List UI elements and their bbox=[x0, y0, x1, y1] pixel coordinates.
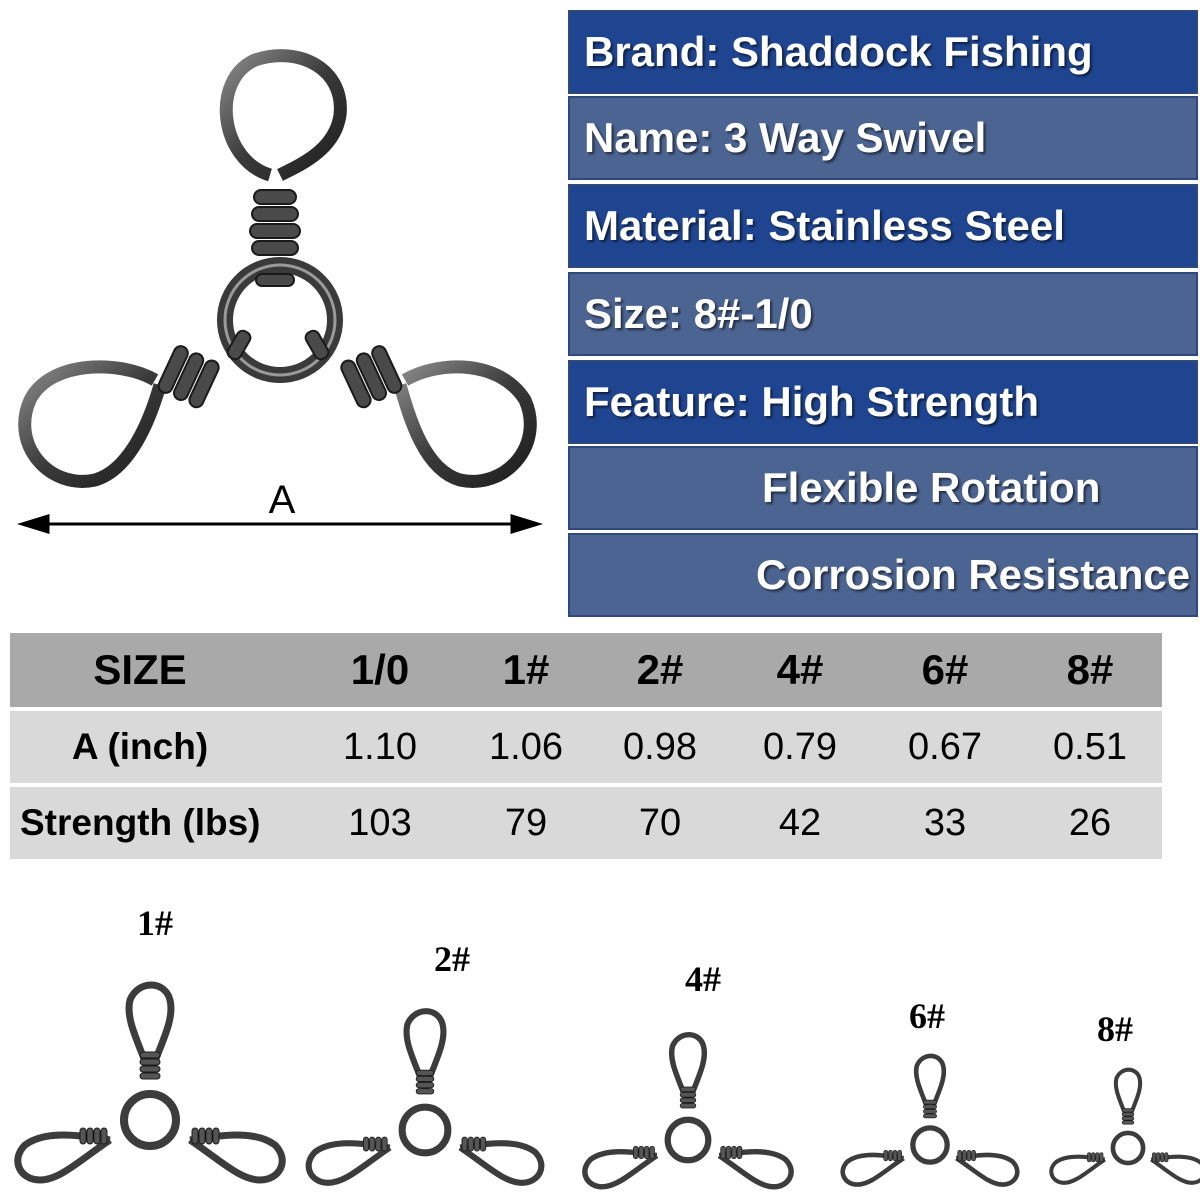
header-cell: 1/0 bbox=[350, 646, 410, 693]
three-way-swivel-icon bbox=[1049, 1067, 1200, 1185]
table-cell: 0.67 bbox=[908, 725, 982, 768]
table-cell: 0.98 bbox=[623, 725, 697, 768]
three-way-swivel-icon bbox=[582, 1032, 794, 1190]
table-cell: 1.06 bbox=[489, 725, 563, 768]
three-way-swivel-icon bbox=[14, 981, 286, 1184]
table-cell: 0.79 bbox=[763, 725, 837, 768]
three-way-swivel-icon bbox=[16, 49, 544, 535]
row-label: A (inch) bbox=[71, 726, 209, 767]
gallery-label: 2# bbox=[434, 939, 470, 979]
table-cell: 0.51 bbox=[1053, 725, 1127, 768]
header-cell: 2# bbox=[636, 646, 684, 693]
table-row: Strength (lbs) 103 79 70 42 33 26 bbox=[10, 787, 1162, 859]
double-arrow-icon bbox=[16, 513, 544, 535]
spec-size: Size: 8#-1/0 bbox=[568, 272, 1198, 356]
table-header-row: SIZE 1/0 1# 2# 4# 6# 8# bbox=[10, 633, 1162, 707]
spec-feature-rotation: Flexible Rotation bbox=[568, 446, 1198, 530]
spec-name: Name: 3 Way Swivel bbox=[568, 96, 1198, 180]
dimension-label: A bbox=[268, 478, 296, 522]
spec-feature: Feature: High Strength bbox=[568, 360, 1198, 444]
table-cell: 1.10 bbox=[343, 725, 417, 768]
spec-feature-corrosion: Corrosion Resistance bbox=[568, 533, 1198, 617]
table-cell: 33 bbox=[923, 801, 967, 844]
table-cell: 42 bbox=[778, 801, 822, 844]
spec-brand: Brand: Shaddock Fishing bbox=[568, 10, 1198, 94]
gallery-label: 1# bbox=[137, 903, 173, 943]
three-way-swivel-icon bbox=[840, 1053, 1020, 1187]
row-label: Strength (lbs) bbox=[20, 802, 261, 843]
spec-material: Material: Stainless Steel bbox=[568, 184, 1198, 268]
table-row: A (inch) 1.10 1.06 0.98 0.79 0.67 0.51 bbox=[10, 711, 1162, 783]
header-cell: 8# bbox=[1066, 646, 1114, 693]
header-cell: 1# bbox=[502, 646, 550, 693]
gallery-label: 6# bbox=[909, 996, 945, 1036]
gallery-label: 8# bbox=[1097, 1009, 1133, 1049]
table-cell: 70 bbox=[638, 801, 682, 844]
table-cell: 79 bbox=[504, 801, 548, 844]
header-cell: SIZE bbox=[93, 646, 187, 693]
table-cell: 103 bbox=[348, 801, 412, 844]
size-table: SIZE 1/0 1# 2# 4# 6# 8# A (inch) 1.10 1.… bbox=[10, 633, 1162, 863]
three-way-swivel-icon bbox=[305, 1008, 545, 1186]
gallery-label: 4# bbox=[685, 959, 721, 999]
header-cell: 6# bbox=[921, 646, 969, 693]
header-cell: 4# bbox=[776, 646, 824, 693]
table-cell: 26 bbox=[1068, 801, 1112, 844]
swivel-gallery bbox=[14, 981, 1200, 1190]
